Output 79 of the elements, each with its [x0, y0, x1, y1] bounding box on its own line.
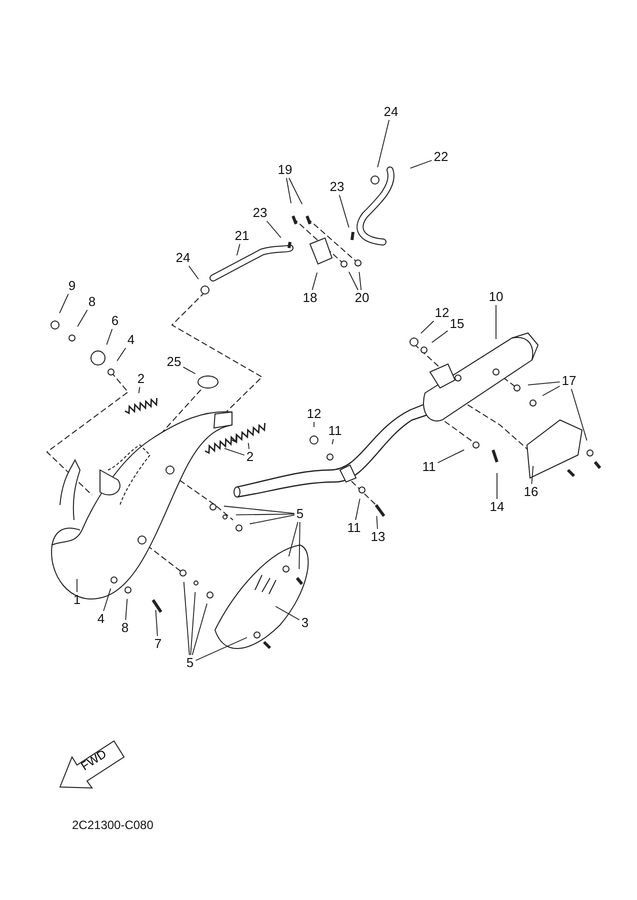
- callout-number: 2: [136, 372, 146, 386]
- callout-number: 11: [421, 460, 437, 474]
- leader-line: [355, 498, 360, 520]
- leader-line: [420, 320, 434, 334]
- callout-number: 25: [166, 355, 182, 369]
- callout-number: 13: [370, 530, 386, 544]
- callout-number: 4: [126, 333, 136, 347]
- leader-line: [183, 582, 190, 656]
- leader-line: [103, 588, 112, 612]
- leader-line: [125, 598, 128, 620]
- callout-number: 4: [96, 612, 106, 626]
- leader-line: [332, 438, 334, 445]
- callout-number: 23: [328, 180, 346, 194]
- leader-line: [224, 448, 245, 456]
- callout-number: 18: [302, 291, 318, 305]
- callout-number: 17: [560, 374, 578, 388]
- part-code: 2C21300-C080: [72, 818, 154, 832]
- callout-number: 11: [327, 424, 343, 438]
- callout-number: 24: [382, 105, 400, 119]
- callout-number: 12: [306, 407, 322, 421]
- callout-number: 8: [87, 295, 97, 309]
- leader-line: [496, 472, 498, 500]
- leader-line: [288, 178, 303, 205]
- leader-line: [192, 603, 208, 656]
- callout-number: 1: [72, 593, 82, 607]
- callout-number: 20: [354, 291, 370, 305]
- leader-line: [275, 606, 300, 620]
- callout-number: 19: [276, 163, 294, 177]
- leader-line: [190, 592, 196, 656]
- callout-number: 11: [346, 521, 362, 535]
- leader-line: [298, 522, 300, 570]
- leader-line: [410, 160, 432, 169]
- leader-line: [528, 381, 560, 386]
- leader-line: [312, 272, 318, 290]
- leader-line: [249, 514, 295, 524]
- callout-number: 2: [245, 450, 255, 464]
- callout-number: 9: [67, 279, 77, 293]
- callout-number: 5: [185, 656, 195, 670]
- leader-line: [138, 386, 140, 394]
- leader-line: [77, 310, 88, 327]
- leader-line: [195, 637, 248, 661]
- leader-line: [248, 442, 250, 450]
- leader-line: [286, 178, 292, 204]
- leader-line: [288, 522, 298, 557]
- callout-number: 23: [252, 206, 268, 220]
- callout-number: 7: [153, 637, 163, 651]
- leader-line: [106, 328, 113, 346]
- leader-line: [182, 366, 196, 374]
- leader-line: [531, 466, 534, 484]
- callout-number: 15: [448, 317, 466, 331]
- leader-line: [236, 514, 295, 516]
- leader-line: [437, 449, 465, 464]
- leader-line: [236, 244, 240, 256]
- leader-line: [358, 271, 362, 290]
- leader-line: [116, 348, 126, 362]
- leader-line: [59, 294, 69, 314]
- leader-line: [377, 120, 390, 168]
- leader-line: [542, 386, 560, 396]
- callout-number: 8: [120, 621, 130, 635]
- leader-line: [570, 388, 588, 441]
- callout-number: 21: [234, 229, 250, 243]
- callout-number: 10: [488, 290, 504, 304]
- leader-line: [224, 506, 295, 514]
- callout-number: 16: [522, 485, 540, 499]
- callout-number: 6: [110, 314, 120, 328]
- leader-line: [431, 330, 448, 343]
- callout-number: 22: [432, 150, 450, 164]
- leader-line: [266, 220, 282, 238]
- callout-number: 14: [488, 500, 506, 514]
- leader-line: [155, 610, 158, 636]
- callout-number: 12: [434, 306, 450, 320]
- callout-number: 3: [300, 616, 310, 630]
- leader-line: [188, 266, 199, 280]
- callout-number: 5: [295, 507, 305, 521]
- leader-line: [76, 578, 78, 592]
- leader-line: [348, 271, 358, 290]
- leader-line: [376, 516, 378, 530]
- callout-number: 24: [174, 251, 192, 265]
- leader-line: [338, 194, 350, 228]
